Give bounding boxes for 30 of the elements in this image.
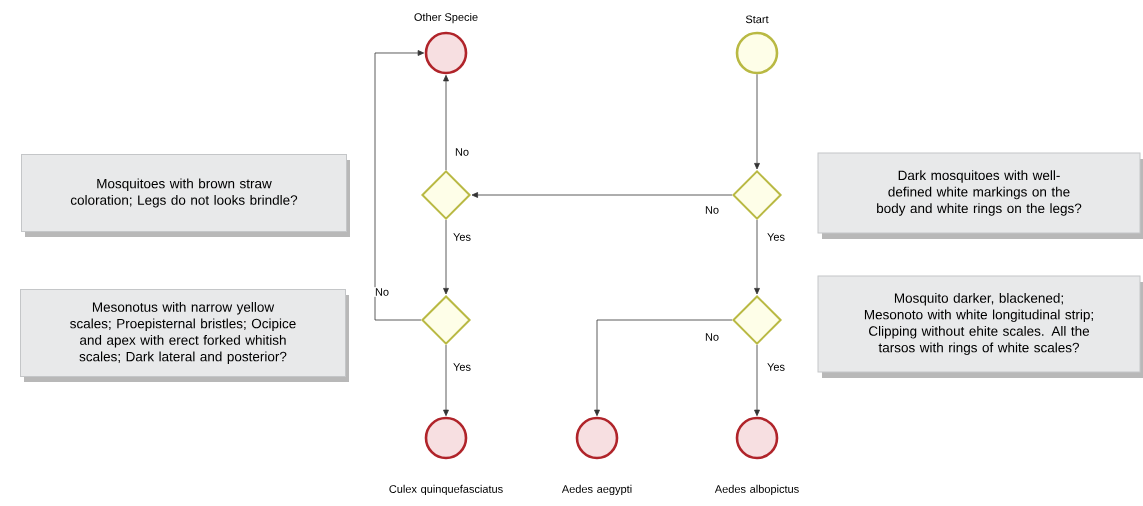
decision-diamond	[732, 170, 782, 220]
question-box: Mesonotus with narrow yellow scales; Proepisternal bristles; Ocipice and apex with erect forked whitish scales; Dark lateral and posterior?	[20, 289, 349, 382]
node-label: Aedes aegypti	[561, 484, 632, 496]
decision-diamond	[421, 295, 471, 345]
arrow	[443, 344, 449, 417]
decision-diamond	[732, 295, 782, 345]
node-label: Aedes albopictus	[714, 484, 799, 496]
arrow	[754, 73, 760, 170]
question-box: Mosquitoes with brown straw coloration; Legs do not looks brindle?	[21, 154, 350, 237]
edge-label: No	[374, 287, 391, 297]
arrow	[754, 344, 760, 417]
arrow	[443, 74, 449, 171]
node-label: Start	[745, 15, 769, 24]
node-label: Other Specie	[414, 12, 478, 24]
edge-label: No	[704, 205, 721, 215]
edge-label: No	[704, 332, 721, 342]
arrow	[594, 319, 733, 417]
edge-label: Yes	[452, 362, 472, 372]
arrow	[471, 192, 733, 198]
decision-diamond	[421, 170, 471, 220]
edge-label: No	[453, 147, 471, 157]
arrow	[443, 219, 449, 295]
arrow	[374, 50, 425, 321]
edge-label: Yes	[452, 232, 472, 242]
question-box: Mosquito darker, blackened; Mesonoto with white longitudinal strip; Clipping without ehite scales. All the tarsos with rings of white scales?	[817, 275, 1143, 378]
edge-label: Yes	[766, 362, 786, 372]
node-label: Culex quinquefasciatus	[389, 484, 503, 496]
question-box: Dark mosquitoes with well-defined white markings on the body and white rings on the legs?	[817, 152, 1143, 239]
edge-label: Yes	[766, 232, 786, 242]
arrow	[754, 219, 760, 295]
